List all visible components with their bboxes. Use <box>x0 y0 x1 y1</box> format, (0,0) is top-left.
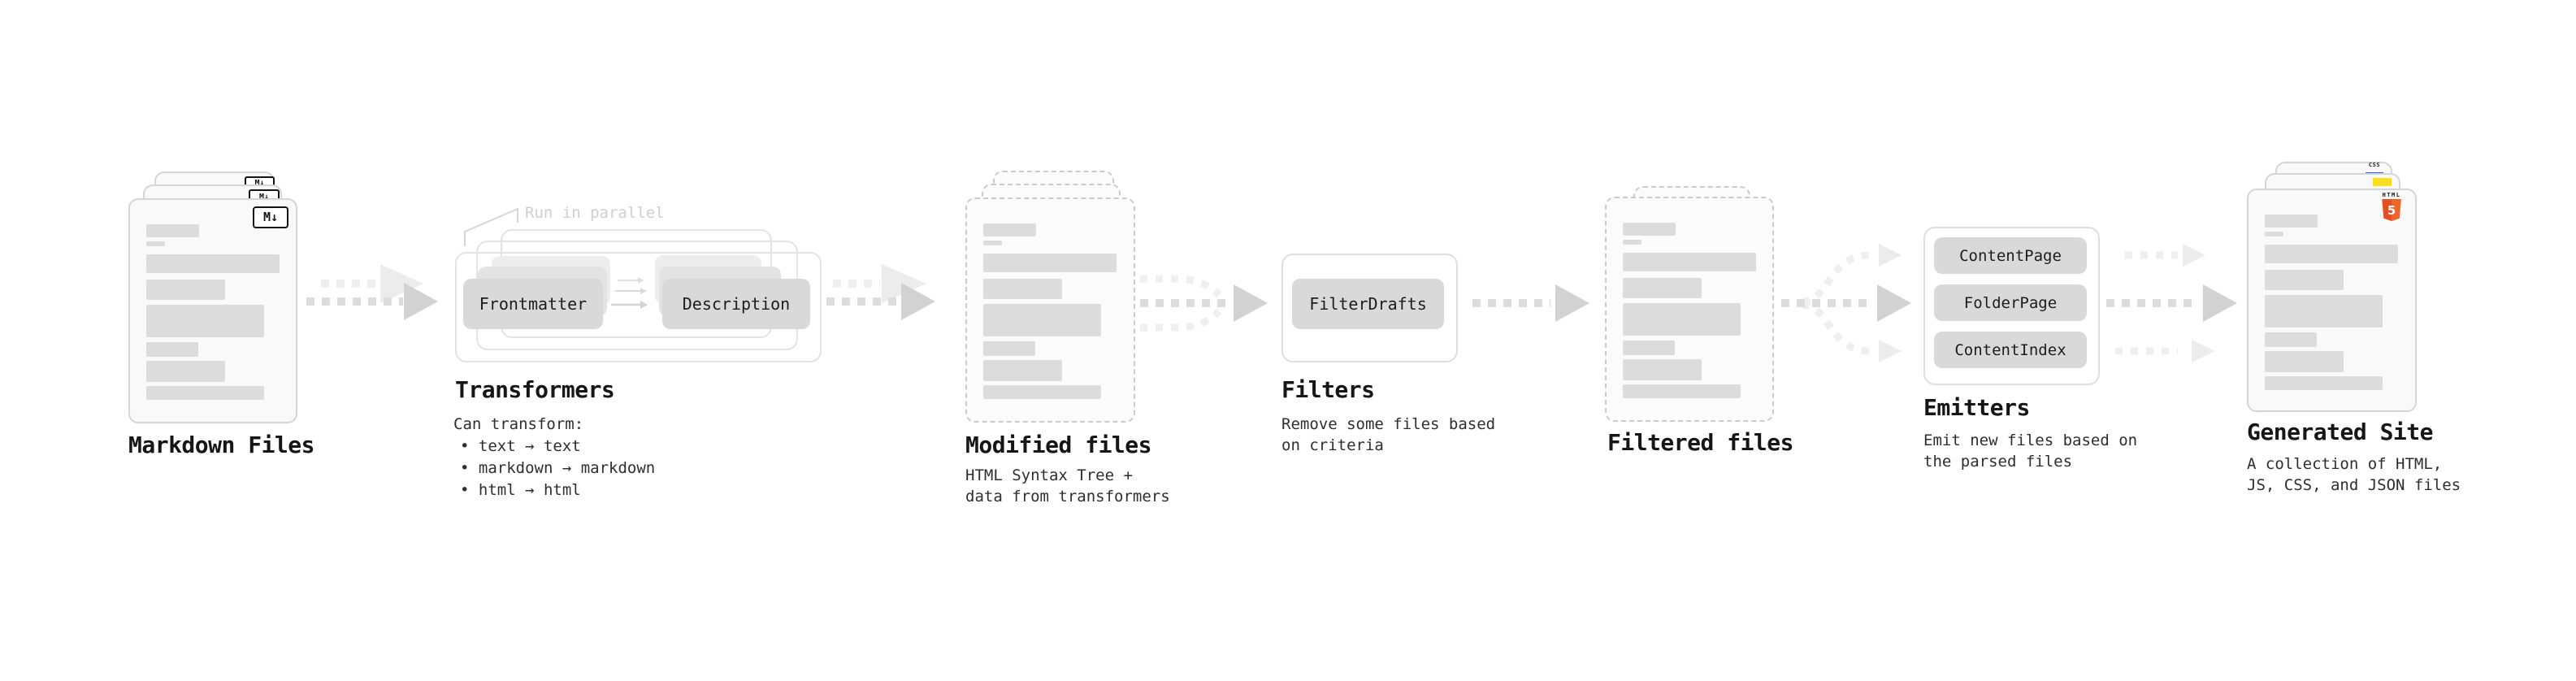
transformers-title: Transformers <box>455 376 615 403</box>
markdown-icon: M↓ <box>253 206 288 228</box>
html5-icon-number: 5 <box>2387 204 2396 218</box>
doc-text-bar <box>983 385 1101 399</box>
modified-files-subtitle: HTML Syntax Tree + <box>965 466 1133 484</box>
doc-text-bar <box>1623 253 1756 271</box>
doc-text-bar <box>146 386 264 400</box>
transformers-bullet: • html → html <box>460 481 581 499</box>
generated-site-subtitle: JS, CSS, and JSON files <box>2247 476 2461 494</box>
doc-text-bar <box>1623 384 1741 398</box>
html5-shield: 5 <box>2382 199 2401 221</box>
doc-text-bar <box>146 305 264 337</box>
emitters-subtitle: Emit new files based on <box>1923 432 2138 449</box>
modified-file-card <box>965 197 1135 423</box>
doc-text-bar <box>146 342 198 357</box>
emitters-title: Emitters <box>1923 394 2030 421</box>
markdown-file-card <box>128 198 297 423</box>
arrow-modified-to-filters <box>1140 275 1268 332</box>
doc-text-bar <box>146 241 165 246</box>
css-icon-label: CSS <box>2368 162 2381 168</box>
js-icon <box>2373 178 2392 186</box>
doc-text-bar <box>1623 359 1702 380</box>
markdown-files-title: Markdown Files <box>128 432 315 458</box>
filtered-file-card <box>1605 197 1774 422</box>
doc-text-bar <box>983 341 1035 356</box>
content-index-pill: ContentIndex <box>1934 332 2087 368</box>
doc-text-bar <box>1623 340 1675 355</box>
doc-text-bar <box>983 241 1002 245</box>
transformers-body-heading: Can transform: <box>453 415 584 433</box>
doc-text-bar <box>1623 240 1641 245</box>
transformers-bullet: • text → text <box>460 437 581 455</box>
doc-text-bar <box>2265 295 2383 327</box>
run-in-parallel-note: Run in parallel <box>525 204 665 222</box>
doc-text-bar <box>983 304 1101 336</box>
html5-icon-label: HTML <box>2382 192 2401 198</box>
arrow-filtered-to-emitters <box>1781 244 1911 362</box>
folder-page-pill: FolderPage <box>1934 284 2087 321</box>
generated-site-title: Generated Site <box>2247 419 2434 445</box>
filtered-files-title: Filtered files <box>1607 429 1794 456</box>
doc-text-bar <box>2265 376 2383 390</box>
doc-text-bar <box>983 279 1062 299</box>
generated-site-subtitle: A collection of HTML, <box>2247 455 2443 473</box>
doc-text-bar <box>2265 270 2344 290</box>
doc-text-bar <box>1623 303 1741 336</box>
doc-text-bar <box>146 361 225 382</box>
doc-text-bar <box>2265 351 2344 372</box>
transformers-bullet: • markdown → markdown <box>460 459 656 477</box>
emitters-subtitle: the parsed files <box>1923 453 2073 471</box>
doc-text-bar <box>2265 232 2283 236</box>
arrow-filters-to-filtered <box>1472 284 1589 322</box>
modified-files-title: Modified files <box>965 432 1152 458</box>
filters-title: Filters <box>1281 376 1375 403</box>
modified-files-subtitle: data from transformers <box>965 488 1170 505</box>
doc-text-bar <box>2265 245 2398 263</box>
doc-text-bar <box>983 254 1117 272</box>
html5-icon: HTML 5 <box>2380 193 2403 224</box>
filter-drafts-pill: FilterDrafts <box>1292 279 1444 329</box>
filters-subtitle: on criteria <box>1281 436 1384 454</box>
doc-text-bar <box>146 254 280 273</box>
description-pill: Description <box>662 279 810 329</box>
doc-text-bar <box>983 223 1036 236</box>
doc-text-bar <box>983 360 1062 381</box>
doc-text-bar <box>1623 278 1702 298</box>
arrow-emitters-to-generated <box>2106 244 2237 362</box>
doc-text-bar <box>2265 332 2317 347</box>
doc-text-bar <box>146 280 225 300</box>
frontmatter-pill: Frontmatter <box>463 279 603 329</box>
filters-subtitle: Remove some files based <box>1281 415 1496 433</box>
generated-file-card <box>2247 189 2417 412</box>
content-page-pill: ContentPage <box>1934 237 2087 274</box>
arrow-markdown-to-transformers <box>306 264 438 320</box>
arrow-transformers-to-modified <box>826 264 935 320</box>
transformer-frame-front <box>455 252 822 362</box>
doc-text-bar <box>2265 215 2318 228</box>
doc-text-bar <box>146 224 199 237</box>
doc-text-bar <box>1623 223 1676 236</box>
